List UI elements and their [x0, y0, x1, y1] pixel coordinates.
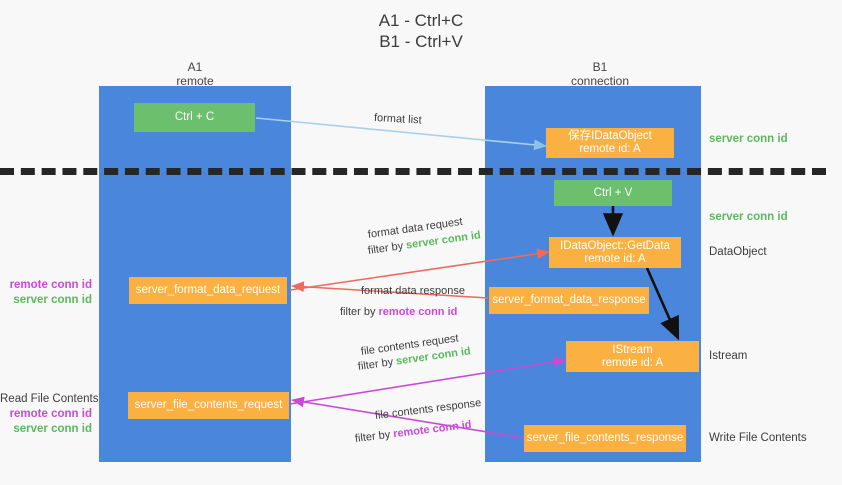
node-save-idataobject[interactable]: 保存IDataObject remote id: A	[546, 128, 674, 158]
filter-prefix-3: filter by	[357, 355, 397, 373]
left-label-server-conn-id-1: server conn id	[13, 294, 92, 306]
left-label-server-conn-id-2: server conn id	[13, 423, 92, 435]
column-a1-name: A1	[187, 60, 203, 74]
title-line-2: B1 - Ctrl+V	[379, 32, 463, 51]
left-label-read-file-contents-group: Read File Contents remote conn id server…	[0, 392, 99, 437]
right-label-server-conn-id-2: server conn id	[709, 211, 788, 223]
column-a1-sub: remote	[176, 74, 214, 88]
left-label-read-file-contents: Read File Contents	[0, 393, 99, 405]
column-header-a1: A1 remote	[120, 60, 270, 88]
node-save-idataobject-line2: remote id: A	[579, 143, 641, 155]
filter-key-remote-conn-id-1: remote conn id	[378, 306, 458, 318]
node-server-format-data-response[interactable]: server_format_data_response	[489, 287, 649, 314]
node-ctrl-v[interactable]: Ctrl + V	[554, 180, 672, 206]
node-save-idataobject-line1: 保存IDataObject	[568, 130, 652, 142]
right-label-istream: Istream	[709, 350, 748, 362]
node-server-format-data-request[interactable]: server_format_data_request	[129, 277, 287, 304]
node-istream-line2: remote id: A	[601, 356, 664, 369]
column-b1-sub: connection	[570, 74, 630, 88]
node-ctrl-c[interactable]: Ctrl + C	[134, 103, 255, 132]
node-getdata-line2: remote id: A	[584, 252, 646, 265]
title-line-1: A1 - Ctrl+C	[378, 11, 464, 30]
node-getdata-line1: IDataObject::GetData	[560, 239, 670, 252]
edge-label-format-data-response: format data response	[361, 285, 465, 297]
column-header-b1: B1 connection	[525, 60, 675, 88]
filter-key-remote-conn-id-2: remote conn id	[392, 418, 473, 441]
node-server-file-contents-response[interactable]: server_file_contents_response	[524, 425, 686, 452]
node-server-file-contents-request[interactable]: server_file_contents_request	[128, 392, 289, 419]
filter-prefix-4: filter by	[354, 428, 394, 445]
node-istream-line1: IStream	[612, 343, 653, 356]
right-label-server-conn-id-1: server conn id	[709, 133, 788, 145]
edge-label-format-data-response-filter: filter by remote conn id	[340, 305, 457, 319]
timeline-divider	[0, 168, 826, 175]
node-istream[interactable]: IStream remote id: A	[566, 341, 699, 372]
right-label-write-file-contents: Write File Contents	[709, 432, 807, 444]
page-title: A1 - Ctrl+C B1 - Ctrl+V	[0, 10, 842, 52]
column-b1-name: B1	[592, 60, 608, 74]
left-label-conn-ids-format: remote conn id server conn id	[0, 278, 92, 308]
filter-prefix-1: filter by	[367, 239, 407, 257]
right-label-dataobject: DataObject	[709, 246, 767, 258]
filter-prefix-2: filter by	[340, 306, 379, 318]
node-idataobject-getdata[interactable]: IDataObject::GetData remote id: A	[549, 237, 681, 268]
left-label-remote-conn-id-2: remote conn id	[9, 408, 92, 420]
edge-label-format-list: format list	[373, 112, 422, 127]
left-label-remote-conn-id-1: remote conn id	[9, 279, 92, 291]
edge-label-file-contents-response-filter: filter by remote conn id	[354, 418, 472, 446]
